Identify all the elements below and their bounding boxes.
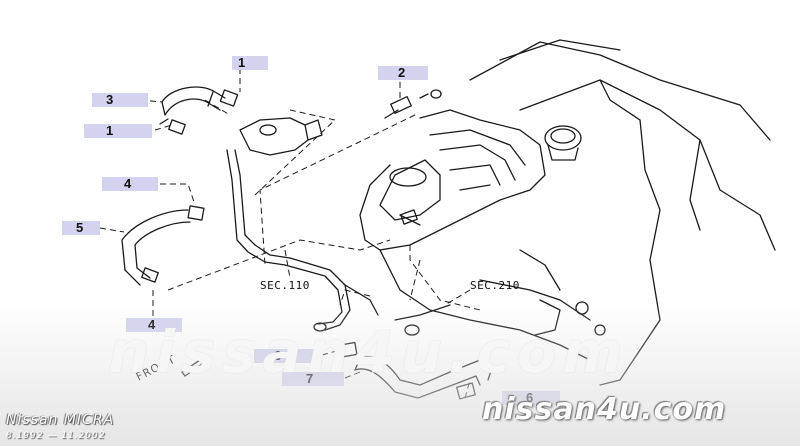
section-ref-110[interactable]: SEC.110 — [260, 279, 310, 292]
callout-number: 7 — [306, 371, 314, 386]
callout-number: 3 — [106, 92, 114, 107]
callout-6-middle[interactable]: 6 — [254, 348, 322, 363]
callout-number: 4 — [124, 176, 132, 191]
callout-4-bottom[interactable]: 4 — [126, 317, 182, 332]
site-logo-text: nissan4u.com — [482, 392, 727, 427]
model-name: Nissan MICRA — [6, 412, 115, 428]
callout-4-top[interactable]: 4 — [102, 176, 158, 191]
callout-number: 4 — [148, 317, 156, 332]
section-ref-210[interactable]: SEC.210 — [470, 279, 520, 292]
callout-1-left[interactable]: 1 — [84, 123, 152, 138]
callout-1-top[interactable]: 1 — [232, 55, 268, 70]
callout-7[interactable]: 7 — [282, 371, 344, 386]
callout-number: 1 — [106, 123, 114, 138]
front-arrow-icon — [181, 353, 209, 377]
callout-number: 5 — [76, 220, 84, 235]
callout-number: 1 — [238, 55, 246, 70]
production-dates: 8.1992 — 11.2002 — [6, 431, 106, 441]
callout-3[interactable]: 3 — [92, 92, 148, 107]
callout-5[interactable]: 5 — [62, 220, 100, 235]
callout-2[interactable]: 2 — [378, 65, 428, 80]
callout-number: 6 — [274, 348, 282, 363]
callout-number: 2 — [398, 65, 406, 80]
